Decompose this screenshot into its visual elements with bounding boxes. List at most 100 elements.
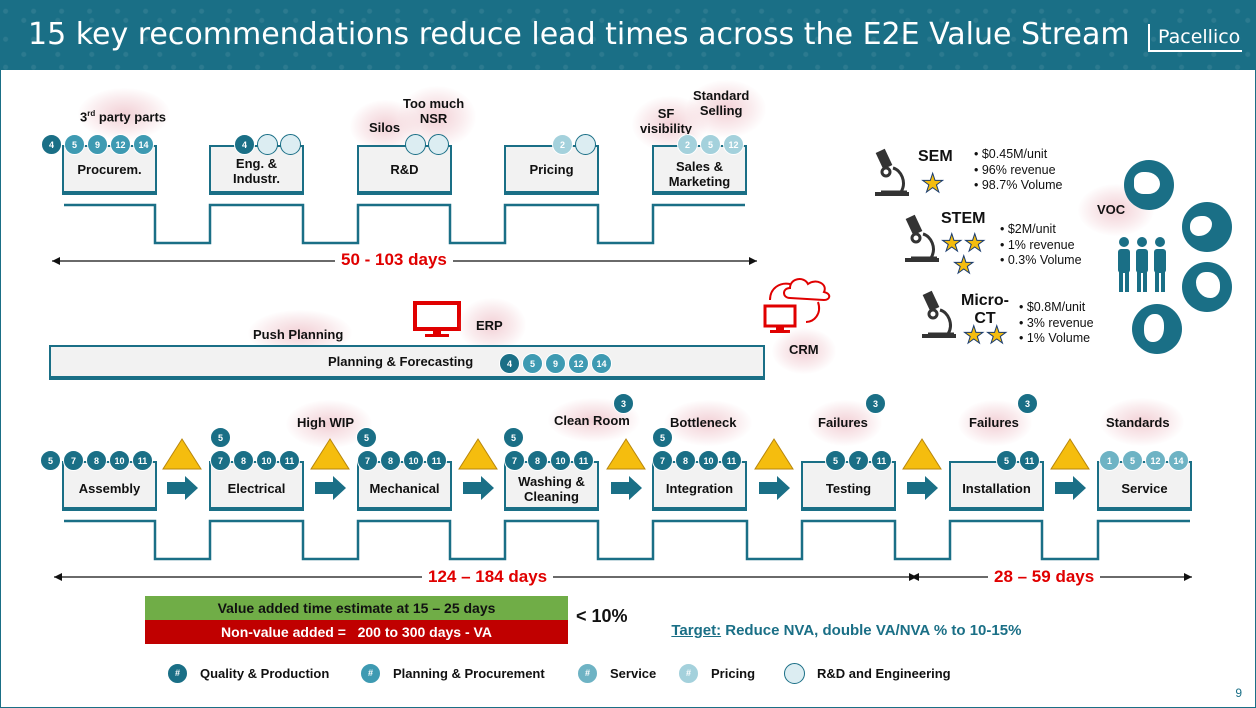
inventory-triangle-icon	[902, 438, 942, 475]
recommendation-badge: 11	[721, 450, 742, 471]
box-label: Mechanical	[369, 480, 440, 496]
callout-crm: CRM	[789, 342, 819, 357]
recommendation-badge: 2	[552, 134, 573, 155]
box-label: Integration	[665, 480, 734, 496]
globe-icon	[1182, 202, 1232, 252]
callout-failures-installation: Failures	[969, 415, 1019, 430]
recommendation-badge: 7	[652, 450, 673, 471]
bullet-text: 1% Volume	[1026, 331, 1091, 345]
recommendation-badge: 3	[1017, 393, 1038, 414]
callout-third-party: 3rd party parts	[80, 106, 166, 124]
callout-sup: rd	[87, 109, 96, 118]
bullet-text: $2M/unit	[1007, 222, 1056, 236]
box-label: R&D	[390, 161, 419, 177]
flow-arrow-icon	[759, 476, 791, 505]
callout-bottleneck: Bottleneck	[670, 415, 737, 430]
recommendation-badge: 5	[64, 134, 85, 155]
non-value-added-bar: Non-value added = 200 to 300 days - VA	[145, 620, 568, 644]
globe-icon	[1132, 304, 1182, 354]
recommendation-badge	[257, 134, 278, 155]
va-ratio: < 10%	[576, 606, 628, 626]
bullet: • 0.3% Volume	[1000, 253, 1082, 267]
recommendation-badge: 5	[1122, 450, 1143, 471]
callout-burst	[664, 400, 752, 446]
callout-push-planning: Push Planning	[253, 327, 344, 342]
callout-clean-room: Clean Room	[554, 413, 630, 428]
flow-arrow-icon	[1055, 476, 1087, 505]
recommendation-badge: 10	[698, 450, 719, 471]
callout-burst	[1100, 398, 1184, 446]
callout-burst	[458, 298, 526, 352]
callout-standards: Standards	[1106, 415, 1170, 430]
legend-swatch: #	[577, 662, 598, 684]
recommendation-badge: 5	[40, 450, 61, 471]
recommendation-badge: 10	[109, 450, 130, 471]
bullet-text: 3% revenue	[1026, 315, 1094, 330]
bullet: • 3% revenue	[1019, 315, 1094, 330]
recommendation-badge: 5	[652, 427, 673, 448]
legend-label: Service	[610, 665, 657, 681]
legend-label: Planning & Procurement	[393, 665, 545, 681]
recommendation-badge: 9	[545, 353, 566, 374]
recommendation-badge	[575, 134, 596, 155]
star-icon: ★	[986, 322, 1008, 349]
legend-quality-production: #Quality & Production	[167, 662, 329, 684]
recommendation-badge: 3	[865, 393, 886, 414]
callout-voc: VOC	[1097, 202, 1126, 217]
page-title: 15 key recommendations reduce lead times…	[28, 17, 1130, 52]
callout-burst	[78, 88, 170, 140]
recommendation-badge: 12	[568, 353, 589, 374]
box-label: Installation	[962, 480, 1031, 496]
recommendation-badge: 12	[723, 134, 744, 155]
star-icon: ★	[941, 230, 963, 257]
pacellico-logo: Pacellico	[1148, 24, 1242, 52]
recommendation-badge: 14	[591, 353, 612, 374]
recommendation-badge: 5	[700, 134, 721, 155]
recommendation-badge: 4	[234, 134, 255, 155]
callout-text: party parts	[95, 109, 167, 125]
box-label: Service	[1121, 480, 1168, 496]
flow-arrow-icon	[611, 476, 643, 505]
inventory-triangle-icon	[1050, 438, 1090, 475]
box-label: Electrical	[227, 480, 286, 496]
recommendation-badge: 11	[573, 450, 594, 471]
callout-burst	[772, 328, 836, 374]
target-label: Target:	[671, 622, 722, 639]
recommendation-badge: 11	[426, 450, 447, 471]
legend-label: R&D and Engineering	[817, 665, 951, 681]
globe-icon	[1124, 160, 1174, 210]
legend-pricing: #Pricing	[678, 662, 755, 684]
microscope-icon	[920, 290, 958, 340]
box-label: Testing	[825, 480, 872, 496]
recommendation-badge: 12	[110, 134, 131, 155]
recommendation-badge: 5	[522, 353, 543, 374]
recommendation-badge: 4	[499, 353, 520, 374]
inventory-triangle-icon	[162, 438, 202, 475]
bullet-text: $0.45M/unit	[981, 147, 1048, 161]
bottom-days-label: 124 – 184 days	[422, 567, 554, 587]
recommendation-badge: 10	[403, 450, 424, 471]
microscope-icon	[873, 148, 911, 198]
page-number: 9	[1235, 686, 1242, 700]
box-label: Washing & Cleaning	[518, 474, 585, 504]
recommendation-badge: 14	[133, 134, 154, 155]
recommendation-badge: 11	[1019, 450, 1040, 471]
microscope-icon	[903, 214, 941, 264]
product-bullets-micro-ct: • $0.8M/unit • 3% revenue • 1% Volume	[1019, 300, 1094, 347]
bullet: • 96% revenue	[974, 162, 1056, 177]
erp-monitor-icon	[412, 301, 462, 339]
callout-erp: ERP	[476, 318, 503, 333]
recommendation-badge: 10	[256, 450, 277, 471]
recommendation-badge: 5	[503, 427, 524, 448]
callout-failures-testing: Failures	[818, 415, 868, 430]
bullet: • 98.7% Volume	[974, 178, 1063, 192]
legend-service: # Service	[577, 662, 656, 684]
recommendation-badge: 14	[1168, 450, 1189, 471]
recommendation-badge: 3	[613, 393, 634, 414]
crm-cloud-icon	[760, 268, 836, 338]
box-label: Procurem.	[77, 161, 142, 177]
recommendation-badge: 11	[279, 450, 300, 471]
callout-sf-visibility: SF visibility	[640, 106, 693, 136]
target-statement: Target: Reduce NVA, double VA/NVA % to 1…	[663, 605, 1021, 639]
star-icon: ★	[963, 322, 985, 349]
